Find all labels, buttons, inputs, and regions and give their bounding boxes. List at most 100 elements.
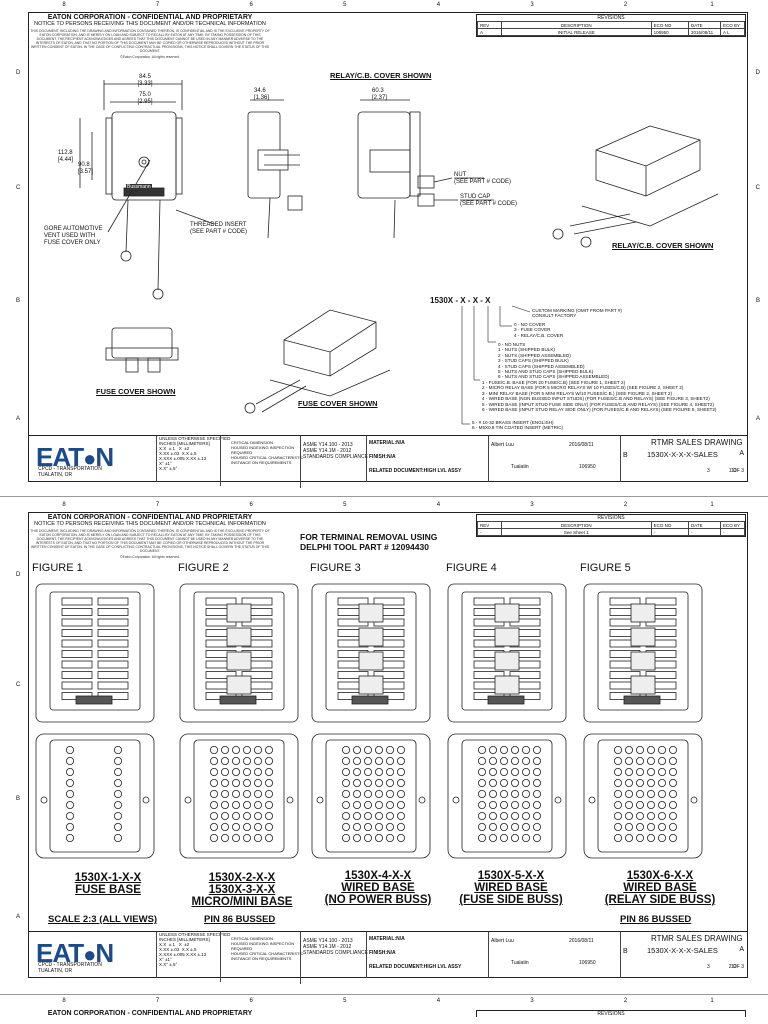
zone-col: 2: [623, 502, 628, 508]
related-document: RELATED DOCUMENT:HIGH LVL ASSY: [369, 964, 462, 970]
terminal: [264, 778, 273, 787]
code-cover: 0 - NO COVER 3 - FUSE COVER 4 - RELAY/C.…: [514, 322, 564, 338]
cavity: [373, 597, 405, 606]
cavity: [509, 671, 541, 679]
eaton-logo: EAT●N: [36, 442, 114, 472]
terminal: [363, 789, 372, 798]
terminal: [647, 767, 656, 776]
terminal: [522, 756, 531, 765]
confidential-title: EATON CORPORATION - CONFIDENTIAL AND PRO…: [47, 514, 253, 521]
terminal: [66, 800, 75, 809]
zone-col: 5: [343, 2, 347, 8]
zone-col: 2: [623, 998, 628, 1004]
title-block: EAT●N CPCD - TRANSPORTATION TUALATIN, OR…: [28, 931, 748, 984]
zone-col: 4: [436, 2, 441, 8]
base-top-view: [311, 583, 431, 723]
terminal: [488, 800, 497, 809]
terminal: [522, 745, 531, 754]
zone-col: 7: [155, 998, 160, 1004]
terminal: [363, 778, 372, 787]
terminal: [374, 789, 383, 798]
zone-col: 8: [62, 2, 66, 8]
terminal: [341, 800, 350, 809]
fuse-iso-label: FUSE COVER SHOWN: [298, 399, 378, 408]
cavity: [61, 639, 93, 648]
zone-col: 8: [62, 998, 66, 1004]
terminal: [636, 800, 645, 809]
eaton-logo: EAT●N: [36, 938, 114, 968]
terminal: [66, 745, 75, 754]
figure-5-title: FIGURE 5: [578, 562, 633, 574]
cavity: [645, 618, 677, 627]
sheet-of: 1 OF 3: [728, 468, 744, 474]
terminal: [522, 800, 531, 809]
cavity: [509, 618, 541, 627]
terminal: [264, 745, 273, 754]
terminal: [352, 800, 361, 809]
terminal: [669, 833, 678, 842]
terminal: [658, 745, 667, 754]
cavity: [205, 618, 237, 627]
standards: ASME Y14.100 - 2013 ASME Y14.1M - 2012 S…: [300, 436, 368, 488]
terminal: [114, 778, 123, 787]
terminal: [647, 800, 656, 809]
terminal: [522, 811, 531, 820]
terminal: [625, 789, 634, 798]
base-bottom-view: [311, 733, 431, 859]
terminal: [396, 767, 405, 776]
zone-col: 3: [530, 502, 534, 508]
terminal: [242, 833, 251, 842]
cavity: [97, 650, 129, 658]
drawing-sheet-2: 8 7 6 5 4 3 2 1 D C B A EATON CORPORATIO…: [0, 500, 768, 990]
terminal: [242, 789, 251, 798]
terminal: [264, 833, 273, 842]
terminal: [209, 767, 218, 776]
cavity: [645, 671, 677, 679]
terminal: [114, 833, 123, 842]
relay-cavity: [630, 651, 656, 671]
terminal: [385, 745, 394, 754]
terminal: [533, 800, 542, 809]
terminal: [341, 745, 350, 754]
code-base: 1 - FUSE/C.B. BASE (FOR 20 FUSE/C.B) (SE…: [482, 380, 717, 413]
terminal: [636, 778, 645, 787]
approval-cell: Albert Luu 2016/08/11 Tualatin 106950: [488, 932, 619, 978]
cavity: [61, 629, 93, 637]
cavity: [241, 618, 273, 627]
terminal: [209, 833, 218, 842]
drawing-sheet-3: 8 7 6 5 4 3 2 1 EATON CORPORATION - CONF…: [0, 998, 768, 1024]
terminal: [499, 767, 508, 776]
terminal: [396, 800, 405, 809]
terminal: [374, 833, 383, 842]
figure-4-label: 1530X-5-X-X WIRED BASE (FUSE SIDE BUSS): [446, 870, 576, 906]
terminal: [220, 811, 229, 820]
relay-cavity: [358, 675, 384, 695]
terminal: [341, 811, 350, 820]
drawing-title: RTMR SALES DRAWING: [651, 438, 743, 447]
drawing-sheet-1: 8 7 6 5 4 3 2 1 D C B A D C B A EATON CO…: [0, 0, 768, 494]
relay-cavity: [358, 651, 384, 671]
cavity: [61, 608, 93, 616]
confidential-title: EATON CORPORATION - CONFIDENTIAL AND PRO…: [47, 1010, 253, 1017]
rev-cell: A L: [719, 28, 746, 36]
sheet-number: 12: [731, 468, 737, 474]
terminal: [242, 822, 251, 831]
figure-2-label: 1530X-2-X-X 1530X-3-X-X MICRO/MINI BASE: [178, 872, 306, 908]
material-cell: MATERIAL:N/A FINISH:N/A RELATED DOCUMENT…: [366, 436, 487, 482]
terminal: [647, 811, 656, 820]
tolerance-block: UNLESS OTHERWISE SPECIFIED INCHES [MILLI…: [156, 932, 230, 978]
terminal: [488, 767, 497, 776]
zone-col: 6: [249, 502, 253, 508]
terminal: [396, 833, 405, 842]
terminal: [231, 778, 240, 787]
page-separator: [0, 496, 768, 497]
drawing-rev: A: [739, 450, 744, 457]
terminal: [231, 756, 240, 765]
terminal: [264, 800, 273, 809]
base-bottom-inner: [461, 739, 553, 853]
terminal: [385, 811, 394, 820]
terminal: [114, 789, 123, 798]
related-document: RELATED DOCUMENT:HIGH LVL ASSY: [369, 468, 462, 474]
base-label-plate: [219, 695, 257, 705]
terminal: [242, 811, 251, 820]
